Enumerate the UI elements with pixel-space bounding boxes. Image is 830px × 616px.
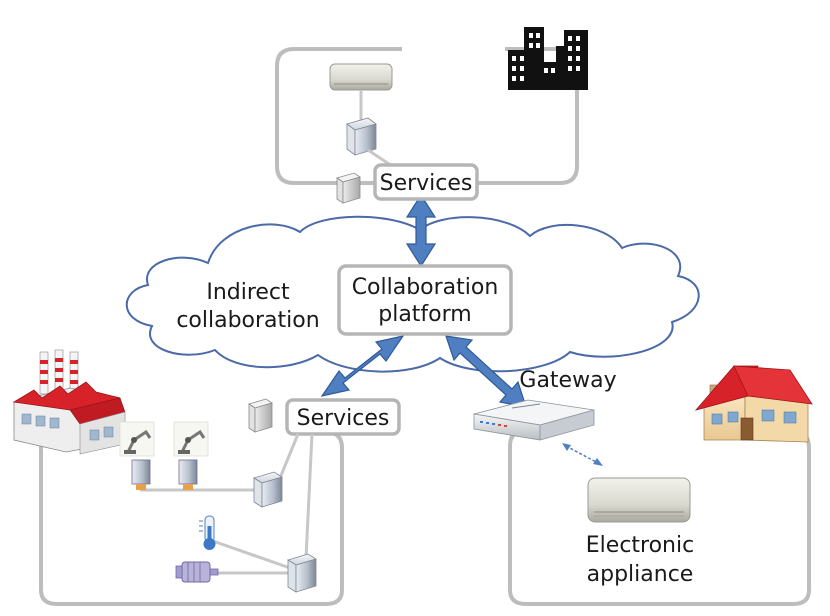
server-tower-icon	[287, 553, 317, 593]
indirect-collaboration-label-line2: collaboration	[176, 308, 319, 333]
gateway-router-icon	[473, 399, 595, 441]
wireless-link-arrow	[562, 443, 603, 466]
factory-icon	[12, 349, 126, 455]
collaboration-platform-label-line1: Collaboration	[352, 275, 499, 300]
server-tower-icon	[131, 459, 151, 490]
server-tower-icon	[253, 471, 283, 508]
services-top-box: Services	[373, 163, 479, 201]
collaboration-platform-box: Collaboration platform	[337, 264, 513, 336]
thermometer-icon	[199, 515, 216, 550]
electronic-appliance-label-line1: Electronic	[586, 533, 694, 558]
collaboration-platform-label-line2: platform	[378, 302, 471, 327]
robot-arm-icon	[119, 421, 155, 457]
device-box-icon	[248, 398, 273, 433]
gateway-label: Gateway	[519, 368, 616, 393]
arrow-platform-to-services	[320, 335, 405, 397]
air-conditioner-icon	[587, 477, 691, 523]
services-bottom-box: Services	[285, 398, 401, 436]
electronic-appliance-label-line2: appliance	[587, 562, 694, 587]
factory-network-lines	[140, 433, 314, 575]
device-box-icon	[336, 172, 361, 204]
office-buildings-icon	[508, 27, 588, 90]
services-top-label: Services	[380, 171, 473, 196]
services-bottom-label: Services	[297, 406, 390, 431]
indirect-collaboration-label-line1: Indirect	[206, 280, 290, 305]
air-conditioner-icon	[329, 63, 393, 91]
robot-arm-icon	[173, 421, 209, 457]
house-icon	[694, 365, 813, 443]
server-tower-icon	[178, 459, 198, 490]
motor-icon	[175, 561, 219, 583]
server-tower-icon	[346, 117, 377, 156]
